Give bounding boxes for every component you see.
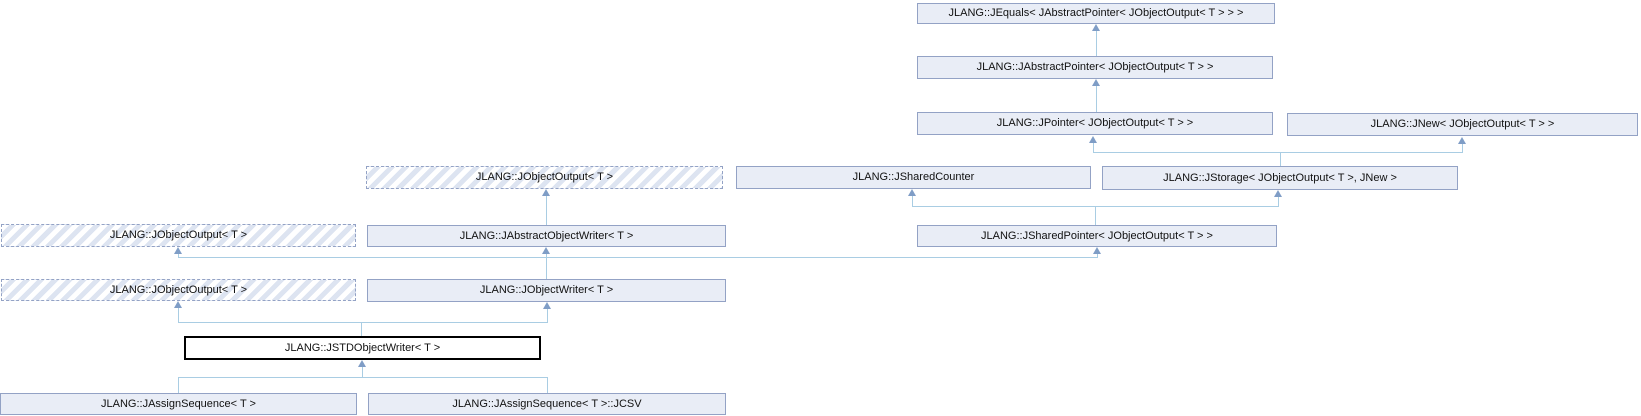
inheritance-arrowhead-icon bbox=[1274, 190, 1282, 197]
inheritance-arrowhead-icon bbox=[1093, 247, 1101, 254]
inheritance-arrowhead-icon bbox=[174, 247, 182, 254]
inheritance-arrowhead-icon bbox=[543, 302, 551, 309]
inheritance-edge-line bbox=[1093, 143, 1094, 153]
inheritance-edge-line bbox=[361, 322, 362, 336]
inheritance-arrowhead-icon bbox=[542, 247, 550, 254]
inheritance-edge-line bbox=[178, 377, 179, 393]
class-node-jobjectoutput-1: JLANG::JObjectOutput< T > bbox=[366, 166, 723, 189]
class-node-jstorage[interactable]: JLANG::JStorage< JObjectOutput< T >, JNe… bbox=[1102, 166, 1458, 190]
inheritance-edge-line bbox=[178, 377, 548, 378]
class-node-jequals[interactable]: JLANG::JEquals< JAbstractPointer< JObjec… bbox=[917, 3, 1275, 24]
class-node-jsharedcounter[interactable]: JLANG::JSharedCounter bbox=[736, 166, 1091, 189]
class-node-jassignsequence-jcsv[interactable]: JLANG::JAssignSequence< T >::JCSV bbox=[368, 393, 726, 415]
class-node-jpointer[interactable]: JLANG::JPointer< JObjectOutput< T > > bbox=[917, 112, 1273, 135]
inheritance-edge-line bbox=[178, 308, 179, 323]
inheritance-edge-line bbox=[546, 257, 547, 279]
inheritance-arrowhead-icon bbox=[1092, 79, 1100, 86]
inheritance-edge-line bbox=[178, 257, 1098, 258]
inheritance-edge-line bbox=[362, 367, 363, 378]
inheritance-edge-line bbox=[1280, 152, 1281, 166]
class-node-jobjectoutput-2: JLANG::JObjectOutput< T > bbox=[1, 224, 356, 247]
inheritance-edge-line bbox=[1096, 30, 1097, 56]
class-node-jobjectwriter[interactable]: JLANG::JObjectWriter< T > bbox=[367, 279, 726, 302]
inheritance-arrowhead-icon bbox=[358, 360, 366, 367]
inheritance-arrowhead-icon bbox=[908, 189, 916, 196]
class-node-jnew[interactable]: JLANG::JNew< JObjectOutput< T > > bbox=[1287, 113, 1638, 136]
inheritance-arrowhead-icon bbox=[1089, 136, 1097, 143]
inheritance-edge-line bbox=[1462, 144, 1463, 153]
inheritance-edge-line bbox=[1093, 152, 1463, 153]
inheritance-edge-line bbox=[912, 196, 913, 207]
inheritance-arrowhead-icon bbox=[542, 189, 550, 196]
inheritance-edge-line bbox=[1095, 206, 1096, 225]
inheritance-edge-line bbox=[178, 322, 548, 323]
class-node-jassignsequence[interactable]: JLANG::JAssignSequence< T > bbox=[0, 393, 357, 415]
inheritance-edge-line bbox=[546, 254, 547, 258]
inheritance-edge-line bbox=[547, 309, 548, 323]
class-node-jabstractpointer[interactable]: JLANG::JAbstractPointer< JObjectOutput< … bbox=[917, 56, 1273, 79]
inheritance-edge-line bbox=[1096, 86, 1097, 112]
inheritance-arrowhead-icon bbox=[174, 301, 182, 308]
class-node-jabstractobjectwriter[interactable]: JLANG::JAbstractObjectWriter< T > bbox=[367, 225, 726, 247]
inheritance-arrowhead-icon bbox=[1458, 137, 1466, 144]
inheritance-edge-line bbox=[1278, 197, 1279, 207]
inheritance-edge-line bbox=[178, 254, 179, 258]
class-node-jstdobjectwriter: JLANG::JSTDObjectWriter< T > bbox=[184, 336, 541, 360]
class-node-jsharedpointer[interactable]: JLANG::JSharedPointer< JObjectOutput< T … bbox=[917, 225, 1277, 247]
class-node-jobjectoutput-3: JLANG::JObjectOutput< T > bbox=[1, 279, 356, 301]
inheritance-edge-line bbox=[546, 196, 547, 225]
inheritance-edge-line bbox=[547, 377, 548, 393]
inheritance-arrowhead-icon bbox=[1092, 24, 1100, 31]
inheritance-edge-line bbox=[1097, 254, 1098, 258]
